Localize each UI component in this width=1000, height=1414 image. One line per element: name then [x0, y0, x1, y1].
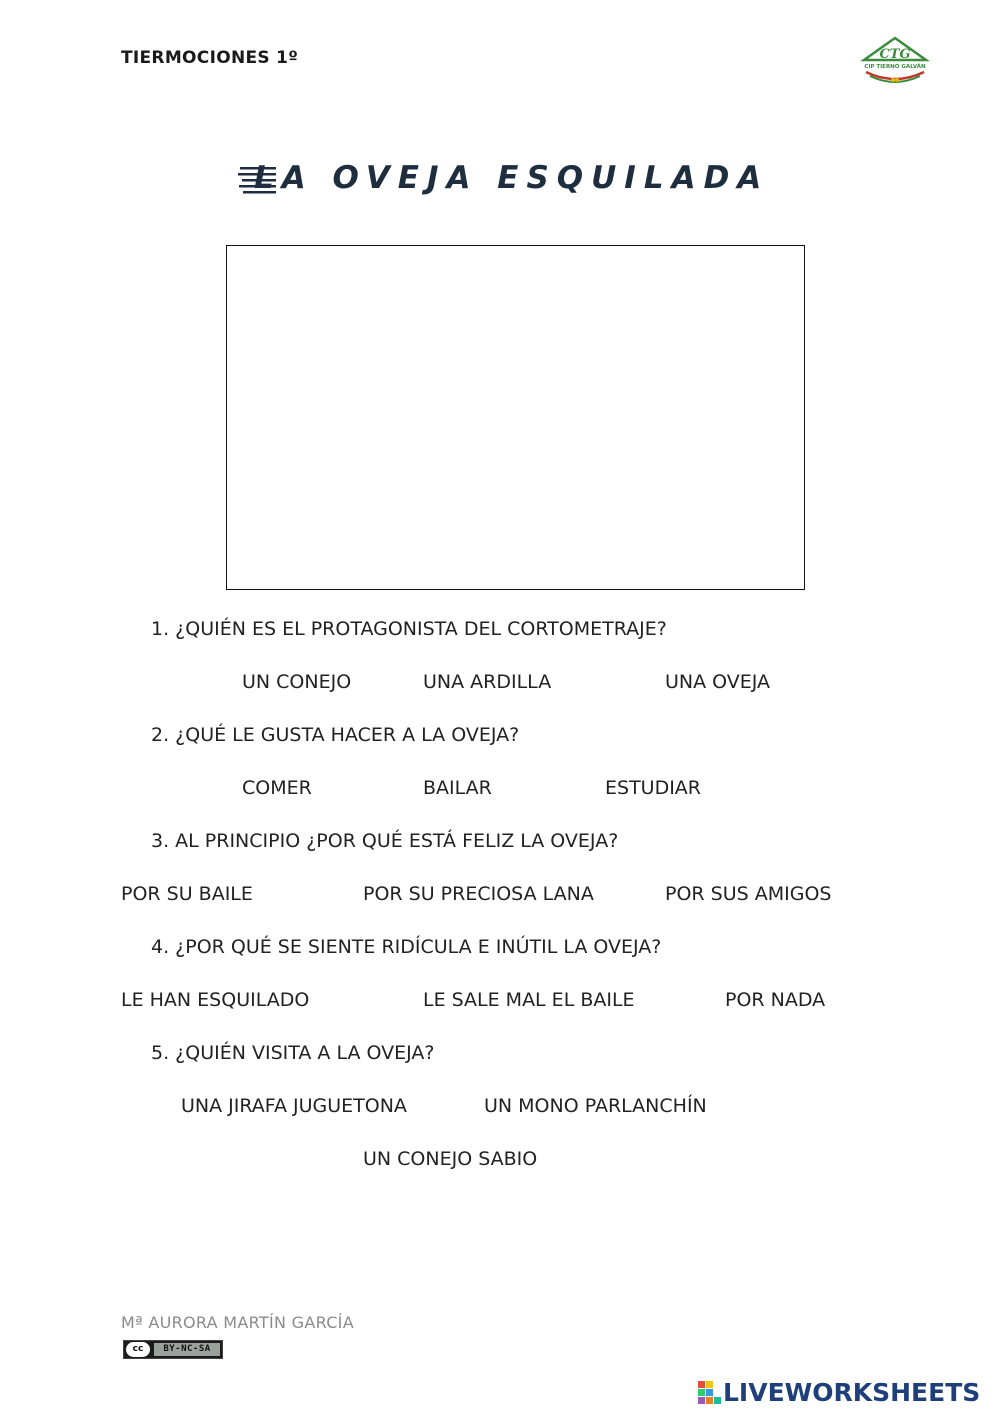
- q1-option-2[interactable]: UNA ARDILLA: [423, 671, 552, 693]
- liveworksheets-logo-icon: [698, 1381, 721, 1404]
- q4-option-3[interactable]: POR NADA: [725, 989, 826, 1011]
- question-5: 5. ¿QUIÉN VISITA A LA OVEJA?: [151, 1042, 435, 1064]
- question-2: 2. ¿QUÉ LE GUSTA HACER A LA OVEJA?: [151, 724, 520, 746]
- header-title: TIERMOCIONES 1º: [121, 48, 299, 68]
- question-3: 3. AL PRINCIPIO ¿POR QUÉ ESTÁ FELIZ LA O…: [151, 830, 619, 852]
- cc-icon: cc: [126, 1342, 150, 1357]
- q2-option-1[interactable]: COMER: [242, 777, 312, 799]
- question-1: 1. ¿QUIÉN ES EL PROTAGONISTA DEL CORTOME…: [151, 618, 667, 640]
- license-text: BY-NC-SA: [154, 1343, 220, 1356]
- q1-option-3[interactable]: UNA OVEJA: [665, 671, 771, 693]
- q3-option-3[interactable]: POR SUS AMIGOS: [665, 883, 832, 905]
- q1-option-1[interactable]: UN CONEJO: [242, 671, 352, 693]
- q2-option-2[interactable]: BAILAR: [423, 777, 492, 799]
- q4-option-1[interactable]: LE HAN ESQUILADO: [121, 989, 310, 1011]
- liveworksheets-brand[interactable]: LIVEWORKSHEETS: [697, 1378, 997, 1408]
- speed-lines-icon: [238, 167, 276, 194]
- q5-option-1[interactable]: UNA JIRAFA JUGUETONA: [181, 1095, 407, 1117]
- q2-option-3[interactable]: ESTUDIAR: [605, 777, 702, 799]
- q3-option-1[interactable]: POR SU BAILE: [121, 883, 253, 905]
- video-frame[interactable]: [226, 245, 805, 590]
- q3-option-2[interactable]: POR SU PRECIOSA LANA: [363, 883, 594, 905]
- license-badge[interactable]: cc BY-NC-SA: [123, 1340, 223, 1359]
- worksheet-title: LA OVEJA ESQUILADA: [254, 160, 770, 196]
- q5-option-3[interactable]: UN CONEJO SABIO: [363, 1148, 538, 1170]
- q5-option-2[interactable]: UN MONO PARLANCHÍN: [484, 1095, 707, 1117]
- logo-text: CIP TIERNO GALVÁN: [864, 63, 926, 70]
- author-name: Mª AURORA MARTÍN GARCÍA: [121, 1313, 354, 1332]
- q4-option-2[interactable]: LE SALE MAL EL BAILE: [423, 989, 635, 1011]
- school-logo: CTG CIP TIERNO GALVÁN: [860, 36, 930, 88]
- question-4: 4. ¿POR QUÉ SE SIENTE RIDÍCULA E INÚTIL …: [151, 936, 662, 958]
- svg-text:CTG: CTG: [879, 47, 910, 62]
- worksheet-title-block: LA OVEJA ESQUILADA: [238, 160, 761, 202]
- liveworksheets-wordmark: LIVEWORKSHEETS: [723, 1378, 981, 1407]
